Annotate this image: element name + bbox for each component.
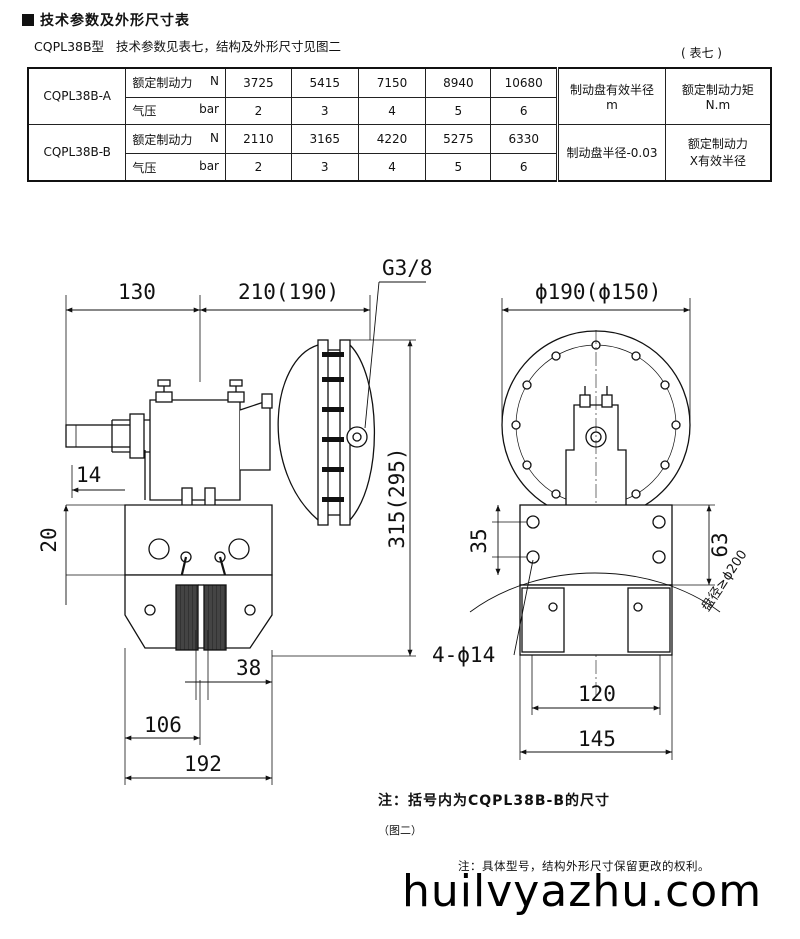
subtitle-model: CQPL38B型: [34, 39, 105, 54]
force-label: 额定制动力: [132, 132, 193, 147]
torque-formula-1: 额定制动力: [687, 137, 748, 152]
dim-120: 120: [578, 682, 616, 706]
subtitle-line: CQPL38B型 技术参数见表七，结构及外形尺寸见图二: [34, 36, 341, 55]
force-unit: N: [210, 130, 219, 145]
dim-210: 210(190): [238, 280, 339, 304]
table-cell: 2110: [224, 123, 292, 155]
table-cell: 7150: [357, 67, 427, 98]
table-cell: 6: [490, 96, 559, 125]
dim-4phi14: 4-ϕ14: [432, 643, 495, 667]
force-label: 额定制动力: [132, 76, 193, 91]
dim-130: 130: [118, 280, 156, 304]
subtitle-text: 技术参数见表七，结构及外形尺寸见图二: [115, 39, 341, 54]
dim-106: 106: [144, 713, 182, 737]
section-header: 技术参数及外形尺寸表: [22, 10, 190, 30]
side-view: [63, 281, 426, 785]
footer-note: 注：具体型号，结构外形尺寸保留更改的权利。: [458, 859, 710, 873]
torque-title: 额定制动力矩: [681, 82, 754, 97]
square-bullet-icon: [22, 14, 34, 26]
dim-g38: G3/8: [382, 256, 433, 280]
table-cell: 5275: [425, 123, 492, 155]
model-cell: CQPL38B-B: [27, 123, 127, 182]
pressure-label-cell: 气压 bar: [125, 96, 226, 125]
radius-title: 制动盘有效半径: [569, 82, 654, 97]
pressure-unit: bar: [199, 158, 219, 173]
table-cell: 3: [290, 153, 359, 182]
table-row: 气压 bar 2 3 4 5 6: [28, 153, 771, 182]
figure-caption: （图二）: [378, 824, 422, 837]
chamber-bolt-holes: [511, 340, 681, 499]
torque-formula-2: X有效半径: [689, 154, 747, 169]
table-cell: 3: [290, 96, 359, 125]
front-view: [469, 298, 721, 760]
dim-20: 20: [37, 527, 61, 552]
dim-35: 35: [467, 528, 491, 553]
table-cell: 3165: [290, 123, 359, 155]
section-title: 技术参数及外形尺寸表: [40, 13, 190, 29]
force-label-cell: 额定制动力 N: [125, 123, 226, 155]
flange-bolts: [322, 352, 344, 502]
dim-145: 145: [578, 727, 616, 751]
table-cell: 5: [425, 153, 492, 182]
watermark-text: huilvyazhu.com: [402, 866, 763, 917]
radius-unit: m: [606, 97, 618, 112]
dim-phi190: ϕ190(ϕ150): [535, 280, 661, 304]
model-cell: CQPL38B-A: [27, 67, 127, 125]
dim-38: 38: [236, 656, 261, 680]
radius-formula-cell: 制动盘半径-0.03: [556, 123, 666, 182]
dim-192: 192: [184, 752, 222, 776]
table-caption: ( 表七 ): [681, 46, 722, 60]
torque-formula-cell: 额定制动力 X有效半径: [664, 123, 772, 182]
pressure-label-cell: 气压 bar: [125, 153, 226, 182]
table-cell: 2: [224, 96, 292, 125]
table-cell: 2: [224, 153, 292, 182]
pressure-label: 气压: [132, 160, 157, 175]
pressure-unit: bar: [199, 102, 219, 117]
dim-63: 63: [708, 532, 732, 557]
table-cell: 4: [357, 153, 427, 182]
bracket-note: 注：括号内为CQPL38B-B的尺寸: [378, 793, 610, 809]
table-cell: 5: [425, 96, 492, 125]
dim-315: 315(295): [385, 447, 409, 548]
force-unit: N: [210, 74, 219, 89]
table-cell: 6: [490, 153, 559, 182]
pressure-label: 气压: [132, 104, 157, 119]
table-cell: 4220: [357, 123, 427, 155]
torque-unit: N.m: [705, 97, 731, 112]
dim-14: 14: [76, 463, 101, 487]
